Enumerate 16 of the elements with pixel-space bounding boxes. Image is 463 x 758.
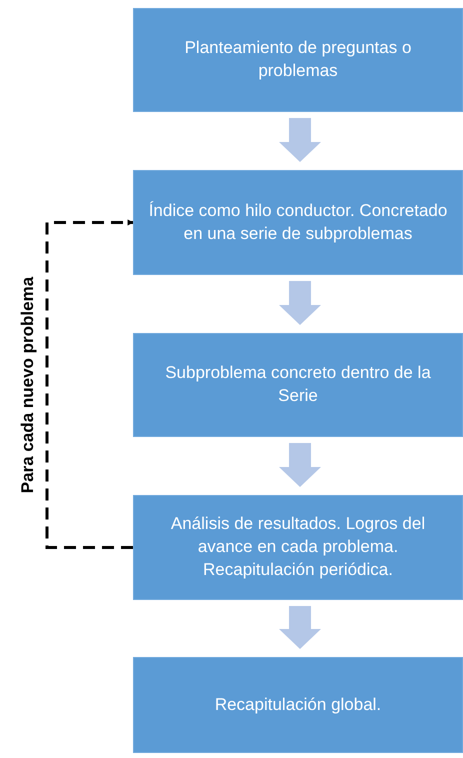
process-box [133,8,463,112]
edge-label: Para cada nuevo problema [18,276,38,494]
box-text: Índice como hilo conductor. Concretado en una serie de subproblemas [148,200,448,244]
block-arrow [279,443,321,487]
process-box [133,333,463,437]
dashed-arrow [46,220,134,549]
block-arrow [279,118,321,162]
box-text: Recapitulación global. [214,694,382,716]
process-box [133,170,463,275]
block-arrow [279,606,321,649]
process-box [133,657,463,753]
block-arrow [279,281,321,325]
process-box [133,495,463,600]
box-text: Subproblema concreto dentro de la Serie [164,362,432,407]
box-text: Análisis de resultados. Logros del avance en cada problema. Recapitulación periódica. [170,513,426,581]
box-text: Planteamiento de preguntas o problemas [184,37,412,82]
